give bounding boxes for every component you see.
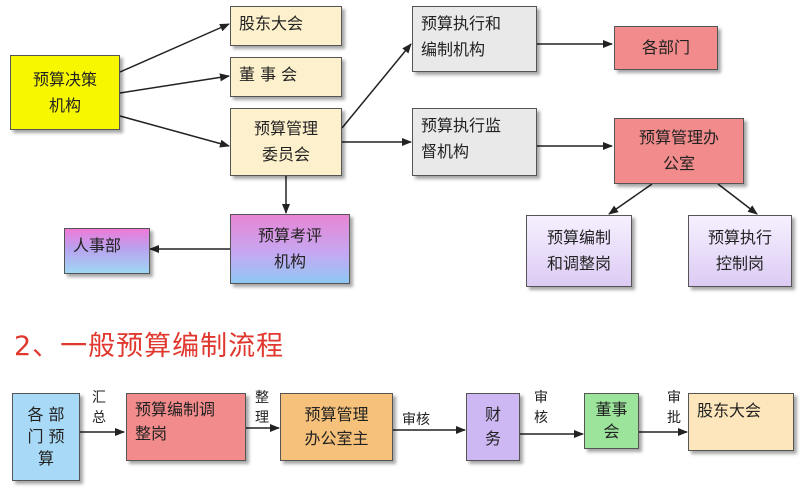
flow-shareholders-box: 股东大会	[688, 393, 794, 451]
summary-label: 汇 总	[92, 390, 106, 426]
execution-org-box: 预算执行和 编制机构	[412, 6, 537, 72]
evaluation-org-box: 预算考评 机构	[230, 214, 350, 284]
arrow-office-to-control	[717, 183, 758, 215]
departments-box: 各部门	[614, 26, 718, 70]
office-head-box: 预算管理 办公室主	[280, 393, 393, 461]
board-box: 董 事 会	[230, 57, 342, 97]
management-office-box: 预算管理办 公室	[614, 118, 744, 184]
budget-decision-label: 预算决策 机构	[32, 69, 97, 115]
flow-board-label: 董事 会	[595, 400, 628, 441]
review-label: 审核	[402, 412, 430, 428]
arrow-decision-to-shareholders	[119, 23, 230, 73]
management-office-label: 预算管理办 公室	[638, 128, 719, 173]
arrow-committee-to-execution	[341, 43, 412, 129]
compilation-post-label: 预算编制 和调整岗	[546, 228, 611, 273]
evaluation-org-label: 预算考评 机构	[257, 226, 322, 271]
control-post-label: 预算执行 控制岗	[707, 228, 772, 273]
management-committee-box: 预算管理 委员会	[230, 108, 342, 176]
hr-label: 人事部	[73, 236, 122, 255]
board-label: 董 事 会	[239, 65, 298, 84]
compilation-post-box: 预算编制 和调整岗	[526, 215, 632, 287]
control-post-box: 预算执行 控制岗	[688, 215, 792, 287]
finance-label: 财 务	[484, 405, 501, 448]
departments-label: 各部门	[641, 38, 690, 57]
hr-box: 人事部	[64, 228, 150, 274]
compile-adjust-box: 预算编制调 整岗	[126, 393, 246, 461]
organize-label: 整 理	[255, 390, 269, 426]
finance-box: 财 务	[466, 393, 520, 461]
review-label-2: 审 核	[534, 390, 548, 426]
section-title: 2、一般预算编制流程	[14, 331, 285, 362]
arrow-decision-to-committee	[119, 115, 230, 148]
arrow-decision-to-board	[119, 73, 230, 94]
office-head-label: 预算管理 办公室主	[304, 405, 369, 448]
dept-budget-label: 各 部 门 预 算	[27, 405, 65, 468]
flow-board-box: 董事 会	[584, 393, 639, 449]
arrow-office-to-compilation	[608, 183, 653, 215]
compile-adjust-label: 预算编制调 整岗	[135, 400, 216, 443]
supervision-org-box: 预算执行监 督机构	[412, 108, 537, 176]
shareholders-meeting-box: 股东大会	[230, 6, 342, 46]
approve-label: 审 批	[667, 390, 681, 426]
flow-shareholders-label: 股东大会	[697, 401, 762, 420]
management-committee-label: 预算管理 委员会	[253, 119, 318, 164]
shareholders-meeting-label: 股东大会	[239, 14, 304, 33]
dept-budget-box: 各 部 门 预 算	[12, 393, 80, 481]
execution-org-label: 预算执行和 编制机构	[421, 14, 502, 59]
supervision-org-label: 预算执行监 督机构	[421, 116, 502, 161]
budget-decision-box: 预算决策 机构	[10, 55, 120, 130]
